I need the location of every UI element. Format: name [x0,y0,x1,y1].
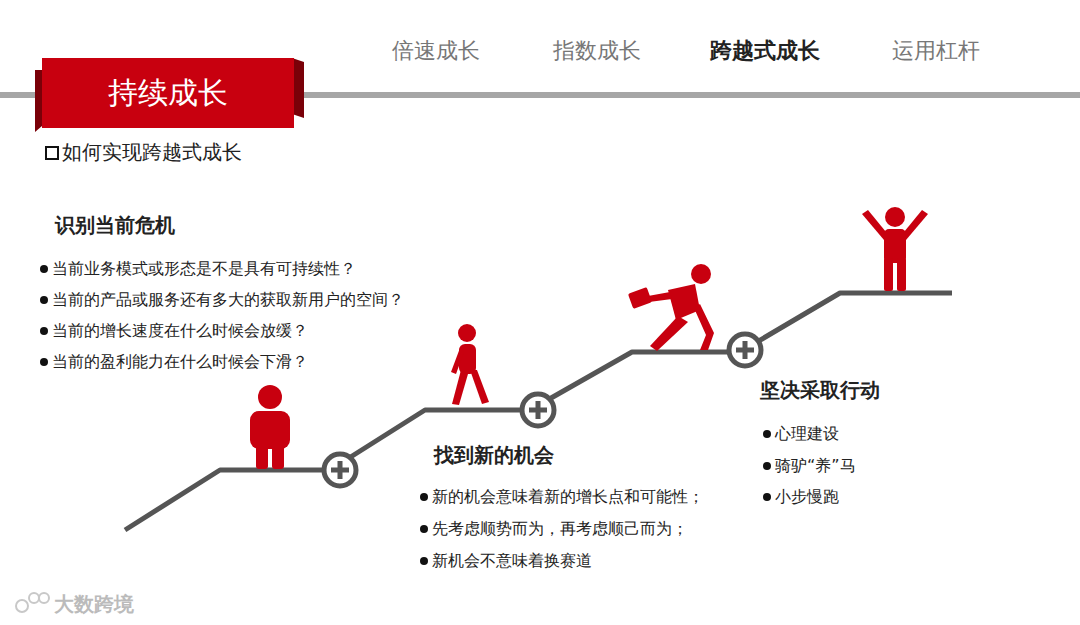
title-banner: 持续成长 [42,58,294,128]
bullet-dot [763,493,771,501]
bullet-dot [40,265,48,273]
bullet-dot [763,462,771,470]
watermark-logo [16,593,49,612]
standing-figure [250,385,290,469]
subtitle: 如何实现跨越式成长 [62,140,242,164]
watermark: 大数跨境 [54,592,134,616]
bullet-dot [40,327,48,335]
plus-circles [324,334,761,486]
bullet-text: 当前的增长速度在什么时候会放缓？ [52,321,308,340]
plus-signs [331,341,754,479]
bullet-text: 新的机会意味着新的增长点和可能性； [432,487,704,506]
bullet-text: 当前的盈利能力在什么时候会下滑？ [52,352,308,371]
bullet-text: 骑驴“养”马 [775,456,856,475]
banner-fold [35,70,42,132]
bullet-text: 新机会不意味着换赛道 [432,551,592,570]
running-figure [628,264,714,351]
nav-tab-active: 跨越式成长 [710,38,820,64]
bullet-dot [40,296,48,304]
bullet-text: 心理建设 [775,424,839,443]
section-heading: 识别当前危机 [55,213,175,237]
walking-figure [451,324,489,405]
bullet-dot [420,493,428,501]
bullet-dot [420,525,428,533]
checkbox-square [45,146,59,160]
bullet-dot [420,557,428,565]
bullet-dot [763,430,771,438]
banner-title: 持续成长 [108,73,228,114]
winner-figure [862,207,928,291]
section-heading: 找到新的机会 [434,443,554,467]
nav-tab: 运用杠杆 [892,38,980,64]
bullet-text: 当前业务模式或形态是不是具有可持续性？ [52,259,356,278]
bullet-text: 小步慢跑 [775,487,839,506]
bullet-text: 先考虑顺势而为，再考虑顺己而为； [432,519,688,538]
nav-tab: 倍速成长 [392,38,480,64]
section-heading: 坚决采取行动 [760,378,880,402]
nav-tab: 指数成长 [553,38,641,64]
bullet-dot [40,358,48,366]
bullet-text: 当前的产品或服务还有多大的获取新用户的空间？ [52,290,404,309]
